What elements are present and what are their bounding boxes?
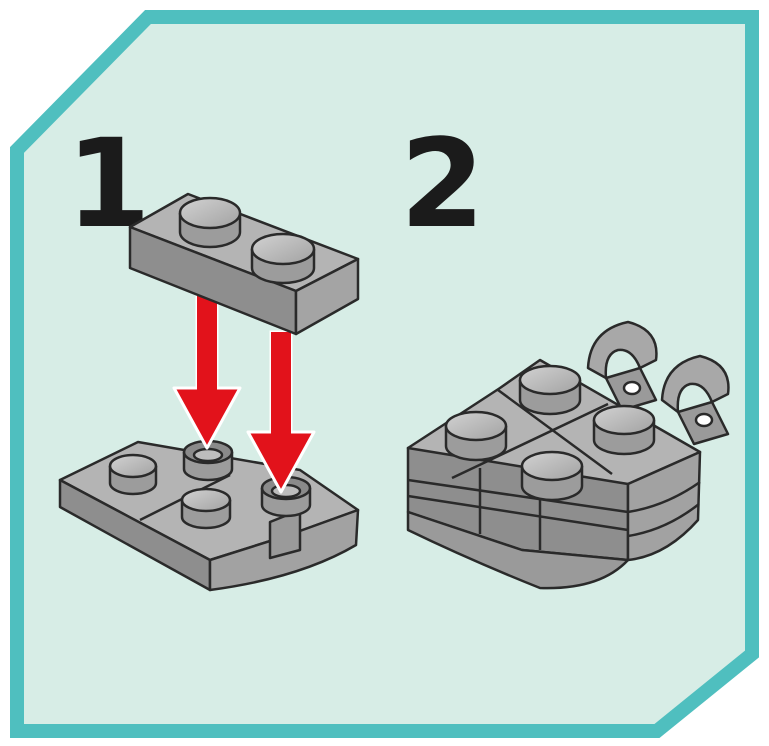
plate-studs — [178, 196, 316, 285]
plate-stud — [178, 196, 242, 249]
clip-piece — [660, 354, 730, 446]
plate-stud — [250, 232, 316, 285]
base-studs — [108, 439, 312, 530]
clip-piece — [586, 320, 658, 412]
brick-stud — [444, 410, 508, 462]
brick-studs — [444, 364, 656, 502]
arrow-down-icon — [246, 330, 316, 494]
base-stud — [180, 487, 232, 530]
brick-stack — [406, 358, 702, 590]
base-stud-hollow — [182, 439, 234, 482]
base-stud — [108, 453, 158, 496]
step-number-2: 2 — [400, 113, 485, 255]
brick-stud — [592, 404, 656, 456]
brick-stud — [518, 364, 582, 416]
brick-stud — [520, 450, 584, 502]
step-1-assembly — [58, 192, 360, 592]
step-2-assembly — [406, 320, 730, 590]
